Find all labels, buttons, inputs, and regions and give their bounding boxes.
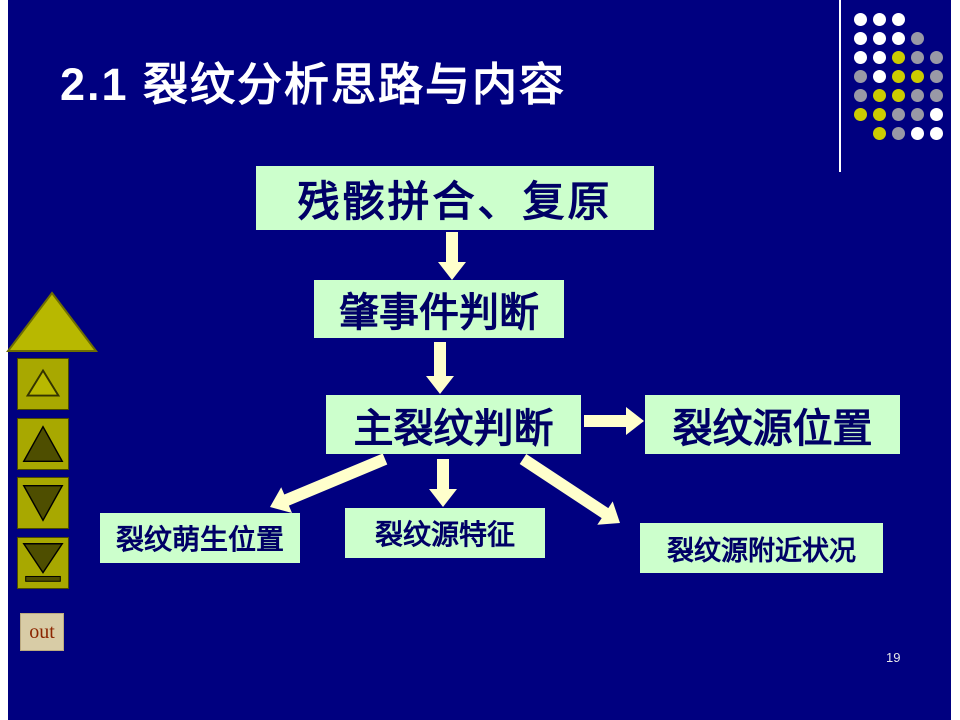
arrow-maincrack-to-features [429,459,457,507]
decor-dot [854,13,867,26]
triangle-up-outline-icon [25,368,61,397]
decor-dot [930,70,943,83]
decor-dot [892,127,905,140]
node-crack-source-location: 裂纹源位置 [645,395,900,454]
dot-grid [851,10,946,143]
nav-button-down[interactable] [17,477,69,529]
decor-dot [911,127,924,140]
node-crack-initiation-site: 裂纹萌生位置 [100,513,300,563]
decor-dot [930,108,943,121]
decor-dot [930,51,943,64]
up-arrow-icon [6,291,98,352]
decor-dot [873,89,886,102]
decor-dot [854,32,867,45]
decor-vertical-line [839,0,841,172]
decor-dot [911,32,924,45]
decor-dot [911,70,924,83]
decor-dot [873,13,886,26]
out-button[interactable]: out [20,613,64,651]
arrow-incident-to-maincrack [426,342,454,394]
decor-dot [873,127,886,140]
decor-dot [873,70,886,83]
decor-dot [873,108,886,121]
decor-dot [911,108,924,121]
decor-dot [892,51,905,64]
decor-dot [873,32,886,45]
page-number: 19 [886,650,901,665]
decor-dot [911,89,924,102]
arrow-assembly-to-incident [438,232,466,280]
node-crack-source-features: 裂纹源特征 [345,508,545,558]
decor-dot [854,70,867,83]
node-debris-assembly: 残骸拼合、复原 [256,166,654,230]
decor-dot [892,13,905,26]
decor-dot [854,89,867,102]
triangle-up-icon [22,425,64,463]
left-margin-strip [0,0,8,720]
nav-button-end[interactable] [17,537,69,589]
node-crack-source-vicinity: 裂纹源附近状况 [640,523,883,573]
page-title: 2.1 裂纹分析思路与内容 [60,59,567,110]
triangle-down-bar-icon [22,543,64,582]
nav-button-previous[interactable] [17,358,69,410]
decor-dot [892,32,905,45]
decor-dot [854,51,867,64]
arrow-maincrack-to-location [584,407,644,435]
decor-dot [892,108,905,121]
arrow-maincrack-to-initiation [270,453,388,513]
decor-dot [911,51,924,64]
decor-dot [892,89,905,102]
node-incident-judgment: 肇事件判断 [314,280,564,338]
right-margin-strip [951,0,960,720]
decor-dot [930,89,943,102]
decor-dot [854,108,867,121]
decor-dot [892,70,905,83]
decor-dot [930,127,943,140]
nav-button-up[interactable] [17,418,69,470]
nav-up-big-arrow[interactable] [6,291,98,353]
node-main-crack-judgment: 主裂纹判断 [326,395,581,454]
decor-dot [873,51,886,64]
triangle-down-icon [22,484,64,522]
